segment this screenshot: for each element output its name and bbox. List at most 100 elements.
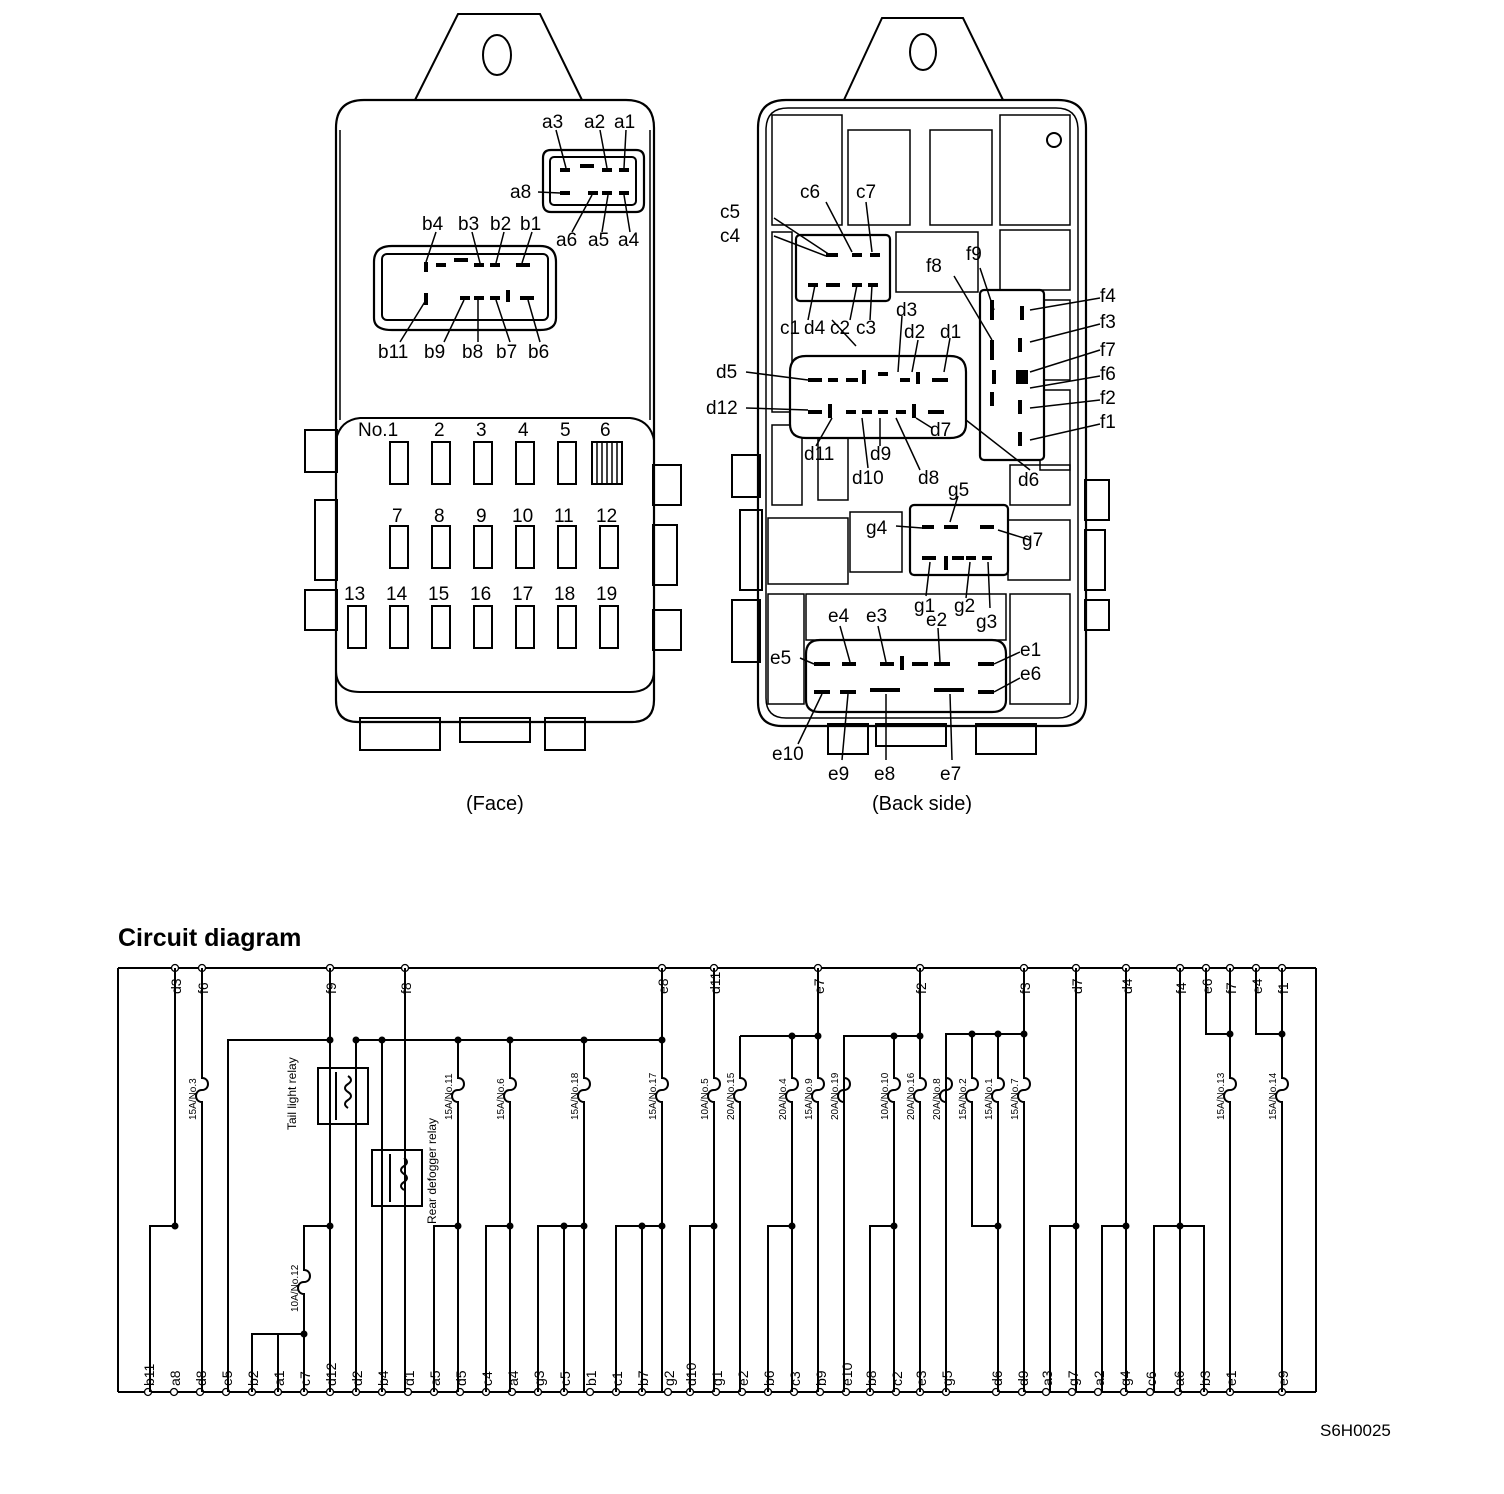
label-a6: a6 [556,230,577,251]
bottom-terminal-label: c6 [1143,1371,1159,1386]
wire [887,1068,901,1112]
wire [1205,968,1230,1035]
junction-dot [1226,1030,1234,1038]
wire [485,1225,510,1392]
label-b8: b8 [462,342,483,363]
fuse-label: 20A/No.4 [778,1078,789,1120]
wire [767,1225,792,1392]
label-e4: e4 [828,606,850,627]
wire [811,1068,825,1112]
wire [537,1225,584,1392]
wire [1255,968,1282,1035]
fuse-label-11: 11 [554,506,574,527]
label-d7: d7 [930,420,951,441]
wire [785,1068,799,1112]
junction-dot [378,1036,386,1044]
wire [1049,968,1077,1392]
wire [707,1068,721,1112]
label-f6: f6 [1100,364,1116,385]
terminal [169,1387,179,1397]
label-e6: e6 [1020,664,1041,685]
terminal [585,1387,595,1397]
label-b2: b2 [490,214,511,235]
label-d6: d6 [1018,470,1039,491]
bottom-terminal-label: a3 [1039,1370,1055,1386]
label-a1: a1 [614,112,635,133]
junction-dot [710,1222,718,1230]
junction-dot [580,1222,588,1230]
bottom-terminal-label: e2 [735,1370,751,1386]
label-c2: c2 [830,318,850,339]
junction-dot [1122,1222,1130,1230]
junction-dot [638,1222,646,1230]
fuse-label: 20A/No.19 [830,1072,841,1120]
label-f9: f9 [966,244,982,265]
junction-dot [968,1030,976,1038]
bottom-terminal-label: a4 [505,1370,521,1386]
junction-dot [658,1036,666,1044]
figure-code: S6H0025 [1320,1421,1391,1440]
label-e3: e3 [866,606,887,627]
wire [689,1225,714,1392]
fuse-label: 15A/No.17 [648,1072,659,1120]
wire [297,1260,311,1304]
label-c1: c1 [780,318,800,339]
fuse-label-5: 5 [560,420,571,441]
label-d8: d8 [918,468,939,489]
label-g7: g7 [1022,530,1043,551]
fuse-label: 15A/No.18 [570,1072,581,1120]
fuse-label: 20A/No.16 [906,1072,917,1120]
wire [400,1157,408,1191]
label-d10: d10 [852,468,884,489]
wire [1153,968,1181,1392]
label-e5: e5 [770,648,791,669]
bottom-terminal-label: e10 [839,1362,855,1386]
label-f4: f4 [1100,286,1116,307]
junction-dot [890,1032,898,1040]
rear-defogger-relay-label: Rear defogger relay [425,1118,439,1224]
wire [503,1068,517,1112]
label-e7: e7 [940,764,961,785]
wire [251,968,331,1392]
junction-dot [1278,1030,1286,1038]
wire [655,1068,669,1112]
fuse-label: 15A/No.11 [444,1073,455,1120]
fuse-label-4: 4 [518,420,529,441]
label-e1: e1 [1020,640,1041,661]
junction-dot [1072,1222,1080,1230]
caption-back: (Back side) [872,793,972,815]
label-a3: a3 [542,112,563,133]
bottom-terminal-label: g2 [661,1370,677,1386]
fuse-label-3: 3 [476,420,487,441]
fuse-label-18: 18 [554,584,575,605]
fuse-label-12: 12 [596,506,617,527]
fuse-label-14: 14 [386,584,408,605]
fuse-label: 20A/No.15 [726,1072,737,1120]
wire [869,1225,894,1392]
junction-dot [326,1036,334,1044]
rear-defogger-relay [371,1149,423,1207]
fuse-label-7: 7 [392,506,403,527]
fuse-label-17: 17 [512,584,533,605]
label-d9: d9 [870,444,891,465]
wire [1223,1068,1237,1112]
back-view: c6 c7 c5 c4 c1 d4 c2 c3 f8 f9 f4 f3 f7 f… [706,17,1116,815]
label-b1: b1 [520,214,541,235]
fuse-label: 15A/No.1 [984,1078,995,1120]
tail-light-relay-label: Tail light relay [285,1057,299,1130]
bottom-terminal-label: g7 [1065,1370,1081,1386]
label-c4: c4 [720,226,741,247]
junction-dot [352,1036,360,1044]
fuse-label: 10A/No.5 [700,1078,711,1120]
label-g5: g5 [948,480,969,501]
fuse-label-15: 15 [428,584,449,605]
label-d2: d2 [904,322,925,343]
label-c5: c5 [720,202,740,223]
wire [913,1068,927,1112]
junction-dot [658,1222,666,1230]
junction-dot [1020,1030,1028,1038]
fuse-label-9: 9 [476,506,487,527]
face-fuses [347,441,623,649]
junction-dot [1176,1222,1184,1230]
wire [971,1034,998,1227]
